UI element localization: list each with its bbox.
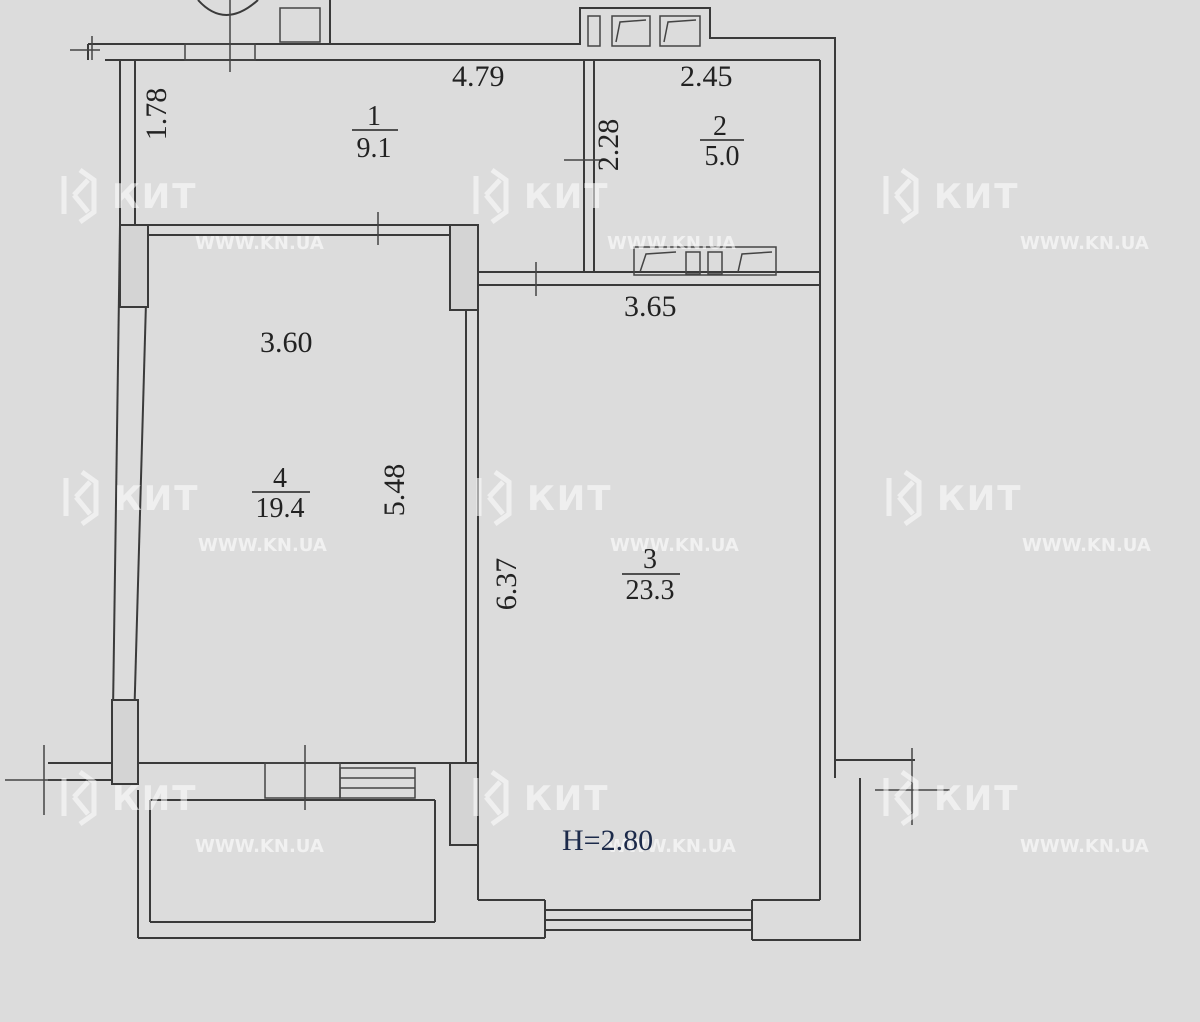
room-1-label: 1 9.1 bbox=[352, 101, 398, 164]
watermark-brand: КИТ bbox=[524, 779, 609, 819]
dimension-room3-height: 6.37 bbox=[490, 558, 523, 611]
watermarks: КИТ WWW.KN.UA КИТ WWW.KN.UA КИТ WWW.KN.U… bbox=[61, 167, 1151, 857]
room-labels: 1 9.1 2 5.0 3 23.3 4 19.4 bbox=[252, 101, 744, 606]
svg-text:4: 4 bbox=[273, 463, 287, 494]
svg-text:9.1: 9.1 bbox=[357, 133, 392, 164]
svg-text:5.0: 5.0 bbox=[705, 141, 740, 172]
outer-walls bbox=[48, 0, 915, 941]
watermark-url: WWW.KN.UA bbox=[195, 233, 324, 254]
watermark-brand: КИТ bbox=[937, 479, 1022, 519]
dimension-room4-height: 5.48 bbox=[378, 464, 411, 517]
svg-text:3: 3 bbox=[643, 544, 657, 575]
svg-text:23.3: 23.3 bbox=[626, 575, 675, 606]
watermark-brand: КИТ bbox=[524, 177, 609, 217]
dimension-labels: 4.79 1.78 2.45 2.28 3.65 6.37 3.60 5.48 bbox=[140, 60, 733, 610]
room-4-label: 4 19.4 bbox=[252, 463, 310, 524]
watermark-brand: КИТ bbox=[934, 779, 1019, 819]
watermark-url: WWW.KN.UA bbox=[1022, 535, 1151, 556]
ceiling-height-label: H=2.80 bbox=[562, 824, 653, 857]
dimension-room4-width: 3.60 bbox=[260, 326, 313, 359]
watermark-brand: КИТ bbox=[114, 479, 199, 519]
watermark-brand: КИТ bbox=[934, 177, 1019, 217]
svg-text:1: 1 bbox=[367, 101, 381, 132]
door-marks bbox=[5, 36, 950, 825]
watermark-url: WWW.KN.UA bbox=[198, 535, 327, 556]
svg-text:19.4: 19.4 bbox=[256, 493, 305, 524]
room-3-label: 3 23.3 bbox=[622, 544, 680, 606]
watermark-url: WWW.KN.UA bbox=[607, 836, 736, 857]
watermark-brand: КИТ bbox=[112, 779, 197, 819]
watermark-brand: КИТ bbox=[527, 479, 612, 519]
watermark-brand: КИТ bbox=[112, 177, 197, 217]
dimension-room1-width: 4.79 bbox=[452, 60, 505, 93]
dimension-room1-height: 1.78 bbox=[140, 88, 173, 141]
interior-walls bbox=[111, 60, 820, 900]
svg-text:2: 2 bbox=[713, 111, 727, 142]
stair-fragment bbox=[184, 0, 321, 72]
watermark-url: WWW.KN.UA bbox=[607, 233, 736, 254]
room-2-label: 2 5.0 bbox=[700, 111, 744, 172]
dimension-room3-width: 3.65 bbox=[624, 290, 677, 323]
vent-shafts bbox=[587, 15, 777, 276]
dimension-room2-height: 2.28 bbox=[592, 119, 625, 172]
dimension-room2-width: 2.45 bbox=[680, 60, 733, 93]
watermark-url: WWW.KN.UA bbox=[195, 836, 324, 857]
watermark-url: WWW.KN.UA bbox=[610, 535, 739, 556]
watermark-url: WWW.KN.UA bbox=[1020, 836, 1149, 857]
watermark-url: WWW.KN.UA bbox=[1020, 233, 1149, 254]
